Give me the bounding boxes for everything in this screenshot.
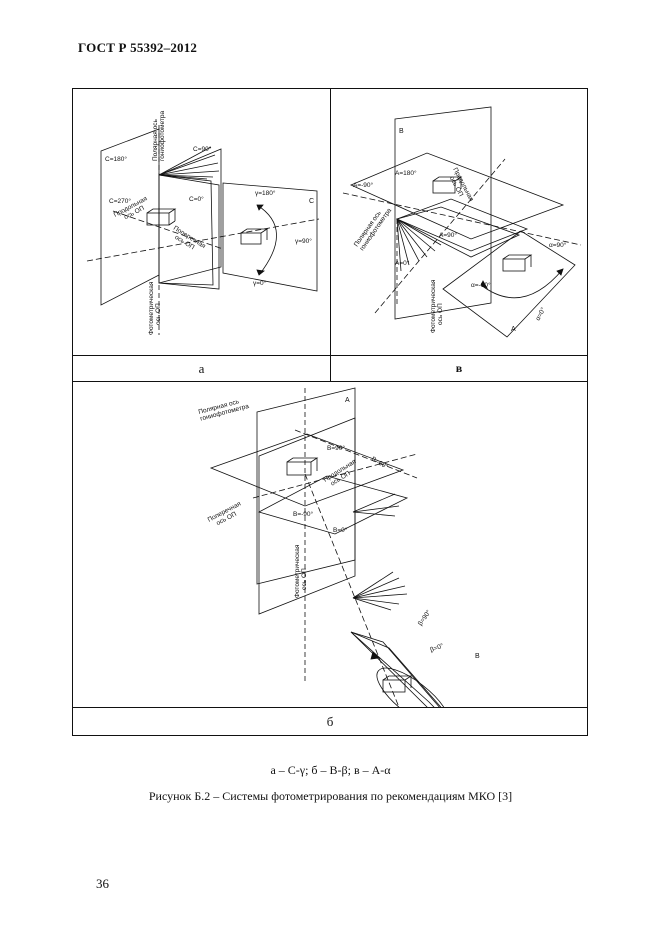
- b-plane-vertical: [256, 387, 356, 585]
- a-photo-axis-label-2: ось ОП: [155, 303, 162, 325]
- v-photo-axis-label-2: ось ОП: [437, 303, 444, 325]
- a-c270-label: С=270°: [109, 197, 131, 205]
- panel-v-svg: В А=180° А=-90° А=0° А=90° α=90° α=-90° …: [342, 106, 582, 338]
- a-c90-label: С=90°: [193, 145, 212, 153]
- page-number: 36: [96, 876, 109, 891]
- v-alpham90-label: α=-90°: [471, 281, 491, 289]
- b-b-letter: В: [475, 653, 480, 660]
- a-c0-label: С=0°: [189, 195, 204, 203]
- document-header: ГОСТ Р 55392–2012: [78, 40, 198, 55]
- b-bm90-label: В=-90°: [293, 510, 314, 518]
- panel-b-svg: А Полярная ось гониофотометра В=90° В=60…: [198, 387, 504, 781]
- a-polar-axis-label-2: гониофотометра: [159, 111, 166, 161]
- a-polar-axis-label-1: Полярная ось: [152, 119, 159, 161]
- v-plane-b: [394, 106, 492, 320]
- a-gamma90-label: γ=90°: [295, 237, 312, 245]
- b-photo-axis-label-2: ось ОП: [301, 568, 308, 590]
- a-gamma180-label: γ=180°: [255, 189, 276, 197]
- v-b-letter: В: [399, 128, 404, 135]
- b-b90-label: В=90°: [327, 444, 345, 452]
- v-a90-label: А=90°: [439, 231, 457, 239]
- panel-a-svg: С=180° С=90° С=270° С=0° γ=180° γ=90° γ=…: [86, 111, 320, 335]
- b-plane-lower: [350, 631, 504, 779]
- panel-a-diagram: С=180° С=90° С=270° С=0° γ=180° γ=90° γ=…: [73, 89, 331, 355]
- a-c-plane: [222, 182, 318, 292]
- b-beta90-label: β=90°: [416, 608, 433, 627]
- v-alpha0-label: α=0°: [534, 306, 548, 322]
- panel-v-label: в: [455, 361, 463, 375]
- panel-b-label: б: [73, 707, 587, 736]
- b-plane-horizontal: [209, 433, 405, 507]
- figure-legend: а – C-γ; б – B-β; в – A-α: [270, 763, 391, 777]
- b-beta0-label: β=0°: [429, 642, 445, 654]
- v-alpha90-label: α=90°: [549, 241, 567, 249]
- panel-labels-top: а в: [73, 355, 587, 382]
- b-a-letter: А: [345, 397, 350, 404]
- v-plane-a: [442, 230, 576, 338]
- v-a-letter: А: [511, 326, 516, 333]
- a-photo-axis-label-1: Фотометрическая: [148, 281, 155, 335]
- figure-table: С=180° С=90° С=270° С=0° γ=180° γ=90° γ=…: [72, 88, 588, 781]
- a-c-letter: С: [309, 198, 314, 205]
- v-photo-axis-label-1: Фотометрическая: [430, 279, 437, 333]
- v-a180-label: А=180°: [395, 169, 417, 177]
- figure-caption: Рисунок Б.2 – Системы фотометрирования п…: [148, 789, 513, 803]
- b-b60-label: В=60°: [370, 455, 390, 471]
- panel-a-label: а: [73, 356, 331, 381]
- v-plane-horizontal: [349, 152, 565, 240]
- b-b0-label: В=0°: [333, 526, 348, 534]
- a-gamma0-label: γ=0°: [253, 279, 267, 287]
- b-luminaire: [286, 461, 312, 476]
- panel-v-diagram: В А=180° А=-90° А=0° А=90° α=90° α=-90° …: [331, 89, 587, 355]
- b-photo-axis-label-1: Фотометрическая: [294, 544, 301, 598]
- v-am90-label: А=-90°: [353, 181, 374, 189]
- a-luminaire: [146, 212, 170, 226]
- panel-b-diagram: А Полярная ось гониофотометра В=90° В=60…: [73, 382, 587, 781]
- v-a0-label: А=0°: [395, 259, 410, 267]
- a-c180-label: С=180°: [105, 155, 127, 163]
